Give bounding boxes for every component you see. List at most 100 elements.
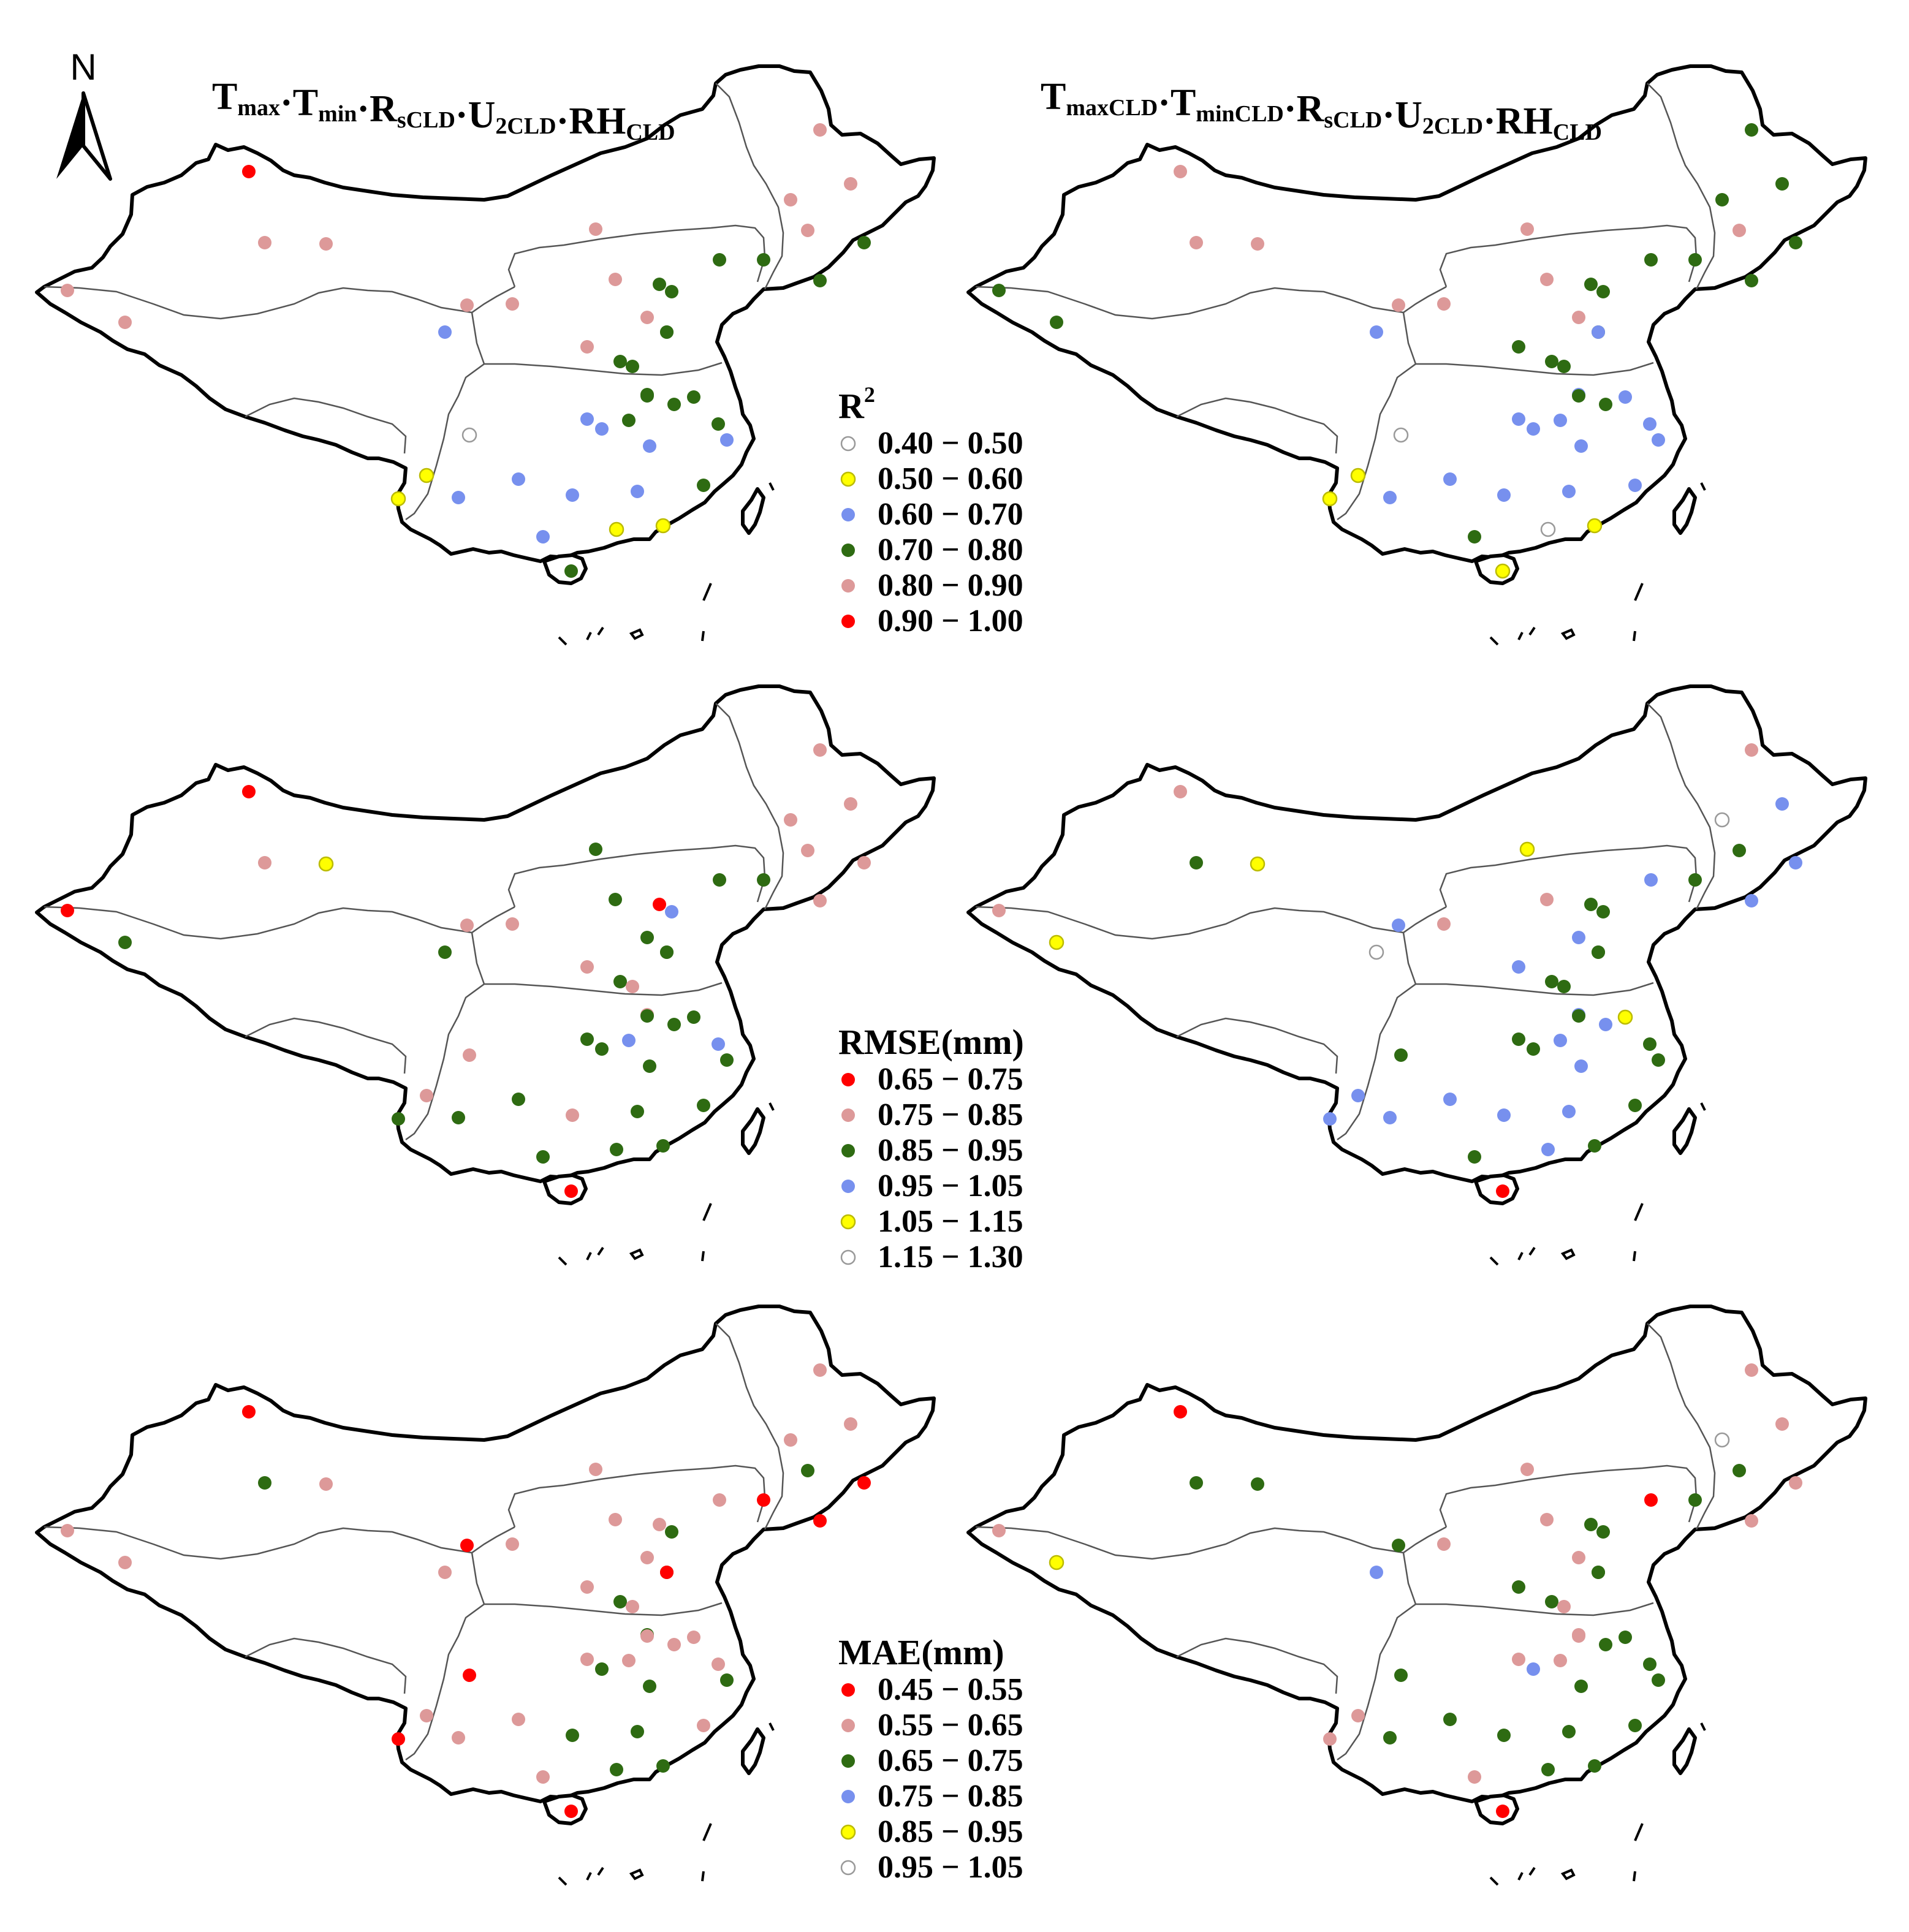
station-marker (463, 1669, 476, 1682)
station-marker (1437, 297, 1451, 311)
station-marker (1789, 236, 1802, 249)
station-marker (506, 917, 519, 931)
station-marker (319, 237, 333, 251)
station-marker (1394, 1048, 1408, 1062)
station-marker (697, 479, 710, 492)
title-symbol: R (370, 88, 398, 130)
station-marker (640, 1009, 654, 1023)
station-marker (564, 564, 578, 578)
station-marker (1588, 1759, 1601, 1773)
legend-label: 0.45 − 0.55 (878, 1672, 1023, 1707)
title-subscript: 2CLD (1422, 113, 1483, 139)
station-marker (813, 894, 827, 907)
station-marker (1574, 1680, 1588, 1693)
station-marker (640, 311, 654, 324)
station-marker (420, 1709, 433, 1722)
title-subscript: 2CLD (495, 113, 556, 139)
station-marker (1527, 1662, 1540, 1676)
station-marker (1540, 893, 1554, 906)
station-marker (1527, 1042, 1540, 1056)
station-marker (1775, 177, 1789, 191)
station-marker (1688, 1493, 1702, 1507)
station-marker (667, 1018, 681, 1031)
station-marker (1572, 931, 1585, 944)
station-marker (1323, 1732, 1337, 1746)
station-marker (242, 785, 256, 798)
north-arrow-icon (56, 93, 83, 179)
station-marker (589, 1463, 602, 1476)
station-marker (1557, 980, 1571, 993)
station-marker (844, 1417, 857, 1431)
station-marker (613, 1595, 627, 1608)
station-marker (61, 1524, 74, 1537)
title-symbol: · (1158, 82, 1171, 124)
station-marker (566, 1108, 579, 1122)
title-symbol: · (1284, 88, 1297, 130)
station-marker (258, 236, 271, 249)
title-symbol: RH (1496, 100, 1553, 142)
station-marker (1584, 898, 1598, 911)
station-marker (1596, 1525, 1610, 1539)
legend-label: 0.75 − 0.85 (878, 1779, 1023, 1814)
station-marker (697, 1719, 710, 1732)
station-marker (1652, 1053, 1665, 1067)
station-marker (720, 1673, 734, 1687)
station-marker (757, 1493, 770, 1507)
station-marker (1714, 1432, 1730, 1448)
station-marker (1557, 1600, 1571, 1613)
station-marker (813, 274, 827, 287)
station-marker (667, 398, 681, 411)
station-marker (536, 530, 550, 544)
station-marker (613, 975, 627, 988)
station-marker (1733, 1464, 1746, 1477)
station-marker (712, 1037, 725, 1051)
legend-swatch (841, 1073, 855, 1086)
station-marker (1443, 1093, 1457, 1106)
station-marker (1619, 1631, 1632, 1644)
legend-label: 0.95 − 1.05 (878, 1169, 1023, 1203)
station-marker (1049, 934, 1065, 950)
station-marker (610, 1143, 623, 1156)
station-marker (566, 488, 579, 502)
legend-swatch (840, 1214, 856, 1230)
station-marker (1562, 1725, 1576, 1738)
station-marker (1512, 1653, 1525, 1666)
station-marker (1527, 422, 1540, 436)
station-marker (564, 1184, 578, 1198)
station-marker (392, 1732, 405, 1746)
station-marker (1628, 1099, 1642, 1112)
station-marker (992, 284, 1006, 297)
station-marker (653, 278, 666, 291)
station-marker (580, 1653, 594, 1666)
title-symbol: R (1297, 88, 1325, 130)
legend-label: 0.95 − 1.05 (878, 1850, 1023, 1885)
station-marker (631, 1105, 644, 1118)
station-marker (992, 1524, 1006, 1537)
station-marker (1350, 468, 1366, 483)
station-marker (1745, 1363, 1758, 1377)
station-marker (801, 844, 814, 857)
station-marker (713, 253, 726, 267)
station-marker (580, 960, 594, 974)
station-marker (667, 1638, 681, 1651)
station-marker (1174, 785, 1187, 798)
map-panel-rmse-left (37, 686, 934, 1265)
title-symbol: · (1382, 94, 1395, 136)
station-marker (1572, 1009, 1585, 1023)
station-marker (1383, 491, 1397, 504)
station-marker (580, 340, 594, 354)
station-marker (1512, 412, 1525, 426)
station-marker (1512, 340, 1525, 354)
station-marker (1251, 1477, 1264, 1491)
station-marker (992, 904, 1006, 917)
title-symbol: · (357, 88, 370, 130)
station-marker (784, 813, 797, 827)
station-marker (757, 873, 770, 887)
station-marker (460, 919, 474, 932)
station-marker (1370, 325, 1383, 339)
station-marker (713, 1493, 726, 1507)
station-marker (660, 1566, 674, 1579)
map-panel-r2-right (968, 66, 1865, 645)
station-marker (506, 297, 519, 311)
station-marker (1596, 285, 1610, 298)
